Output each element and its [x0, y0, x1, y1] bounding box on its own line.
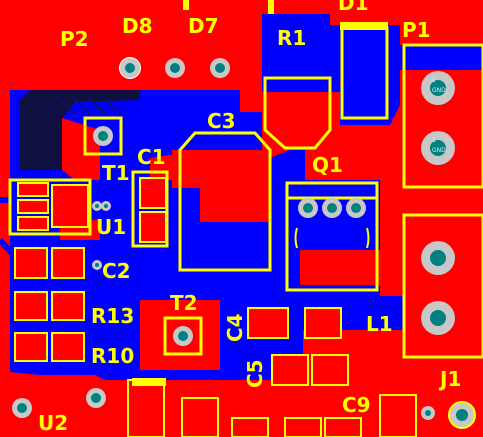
pad-bottom: [127, 379, 165, 437]
refdes-c2: C2: [102, 259, 131, 283]
u1-pad: [17, 216, 49, 231]
c2-pad: [51, 247, 85, 279]
r13-pad: [14, 291, 48, 321]
refdes-t2: T2: [170, 291, 198, 315]
c4-pad: [247, 307, 289, 339]
c3-outline: [178, 131, 272, 272]
j1-hole: [448, 401, 476, 429]
silk-bars: [132, 0, 388, 386]
c9-pad: [379, 394, 417, 437]
refdes-labels: P2 D8 D7 D1 R1 P1 C3 C1 T1 U1 Q1 C2 R13 …: [38, 0, 461, 435]
refdes-d1: D1: [338, 0, 369, 15]
refdes-d7: D7: [188, 14, 219, 38]
refdes-c5: C5: [243, 359, 267, 388]
refdes-r10: R10: [91, 344, 134, 368]
j1-terminal-1: [421, 241, 455, 275]
j1-terminal-2: [421, 301, 455, 335]
p1-terminal-2: [421, 131, 455, 165]
u1-pad: [17, 182, 49, 197]
q1-outline: [285, 181, 379, 292]
r10-pad: [14, 332, 48, 362]
hatch-area: [39, 93, 121, 115]
p1-outline: [402, 43, 483, 189]
refdes-p2: P2: [60, 27, 89, 51]
d8-hole: [165, 58, 185, 78]
refdes-r13: R13: [91, 304, 134, 328]
refdes-l1: L1: [366, 312, 393, 336]
q1-pads: [294, 227, 370, 249]
refdes-t1: T1: [102, 161, 130, 185]
refdes-c4: C4: [223, 313, 247, 342]
refdes-r1: R1: [277, 26, 306, 50]
p1-pin1-number: 2: [432, 77, 436, 84]
t1-outline: [83, 116, 123, 156]
d8-hole: [119, 57, 141, 79]
c5-pad: [271, 354, 309, 386]
through-holes: [12, 57, 476, 429]
t2-hole: [173, 326, 193, 346]
pad-bottom: [231, 417, 269, 437]
p1-terminal-1: [421, 71, 455, 105]
p1-pin1-net: GND: [432, 87, 446, 94]
refdes-c9: C9: [342, 393, 371, 417]
c2-pad: [14, 247, 48, 279]
refdes-c1: C1: [137, 145, 166, 169]
r10-pad: [51, 332, 85, 362]
refdes-d8: D8: [122, 14, 153, 38]
refdes-u1: U1: [96, 215, 126, 239]
u1-outline: [8, 178, 92, 236]
d7-hole: [210, 58, 230, 78]
c1-pad: [139, 177, 167, 209]
p1-pin2-net: GND: [432, 147, 446, 154]
u2-holes: [12, 388, 106, 418]
p1-pin2-number: 1: [432, 137, 436, 144]
r1-outline: [263, 76, 332, 150]
t1-hole: [93, 126, 113, 146]
t2-outline: [163, 316, 203, 356]
refdes-u2: U2: [38, 411, 68, 435]
c5-pad: [311, 354, 349, 386]
refdes-p1: P1: [402, 18, 431, 42]
refdes-j1: J1: [438, 367, 461, 391]
refdes-q1: Q1: [312, 153, 343, 177]
c1-pad: [139, 211, 167, 243]
refdes-c3: C3: [207, 109, 236, 133]
r13-pad: [51, 291, 85, 321]
u1-tab-pad: [51, 184, 89, 228]
c4-pad: [304, 307, 342, 339]
pad-bottom: [181, 397, 219, 437]
u1-pad: [17, 199, 49, 214]
c1-outline: [131, 170, 169, 248]
q1-holes: [298, 198, 366, 218]
u1-vias: [92, 201, 111, 270]
j1-outline: [402, 213, 483, 359]
c9-via: [421, 406, 435, 420]
pad-bottom: [324, 417, 362, 437]
pad-bottom: [284, 417, 322, 437]
pads: [14, 177, 417, 437]
